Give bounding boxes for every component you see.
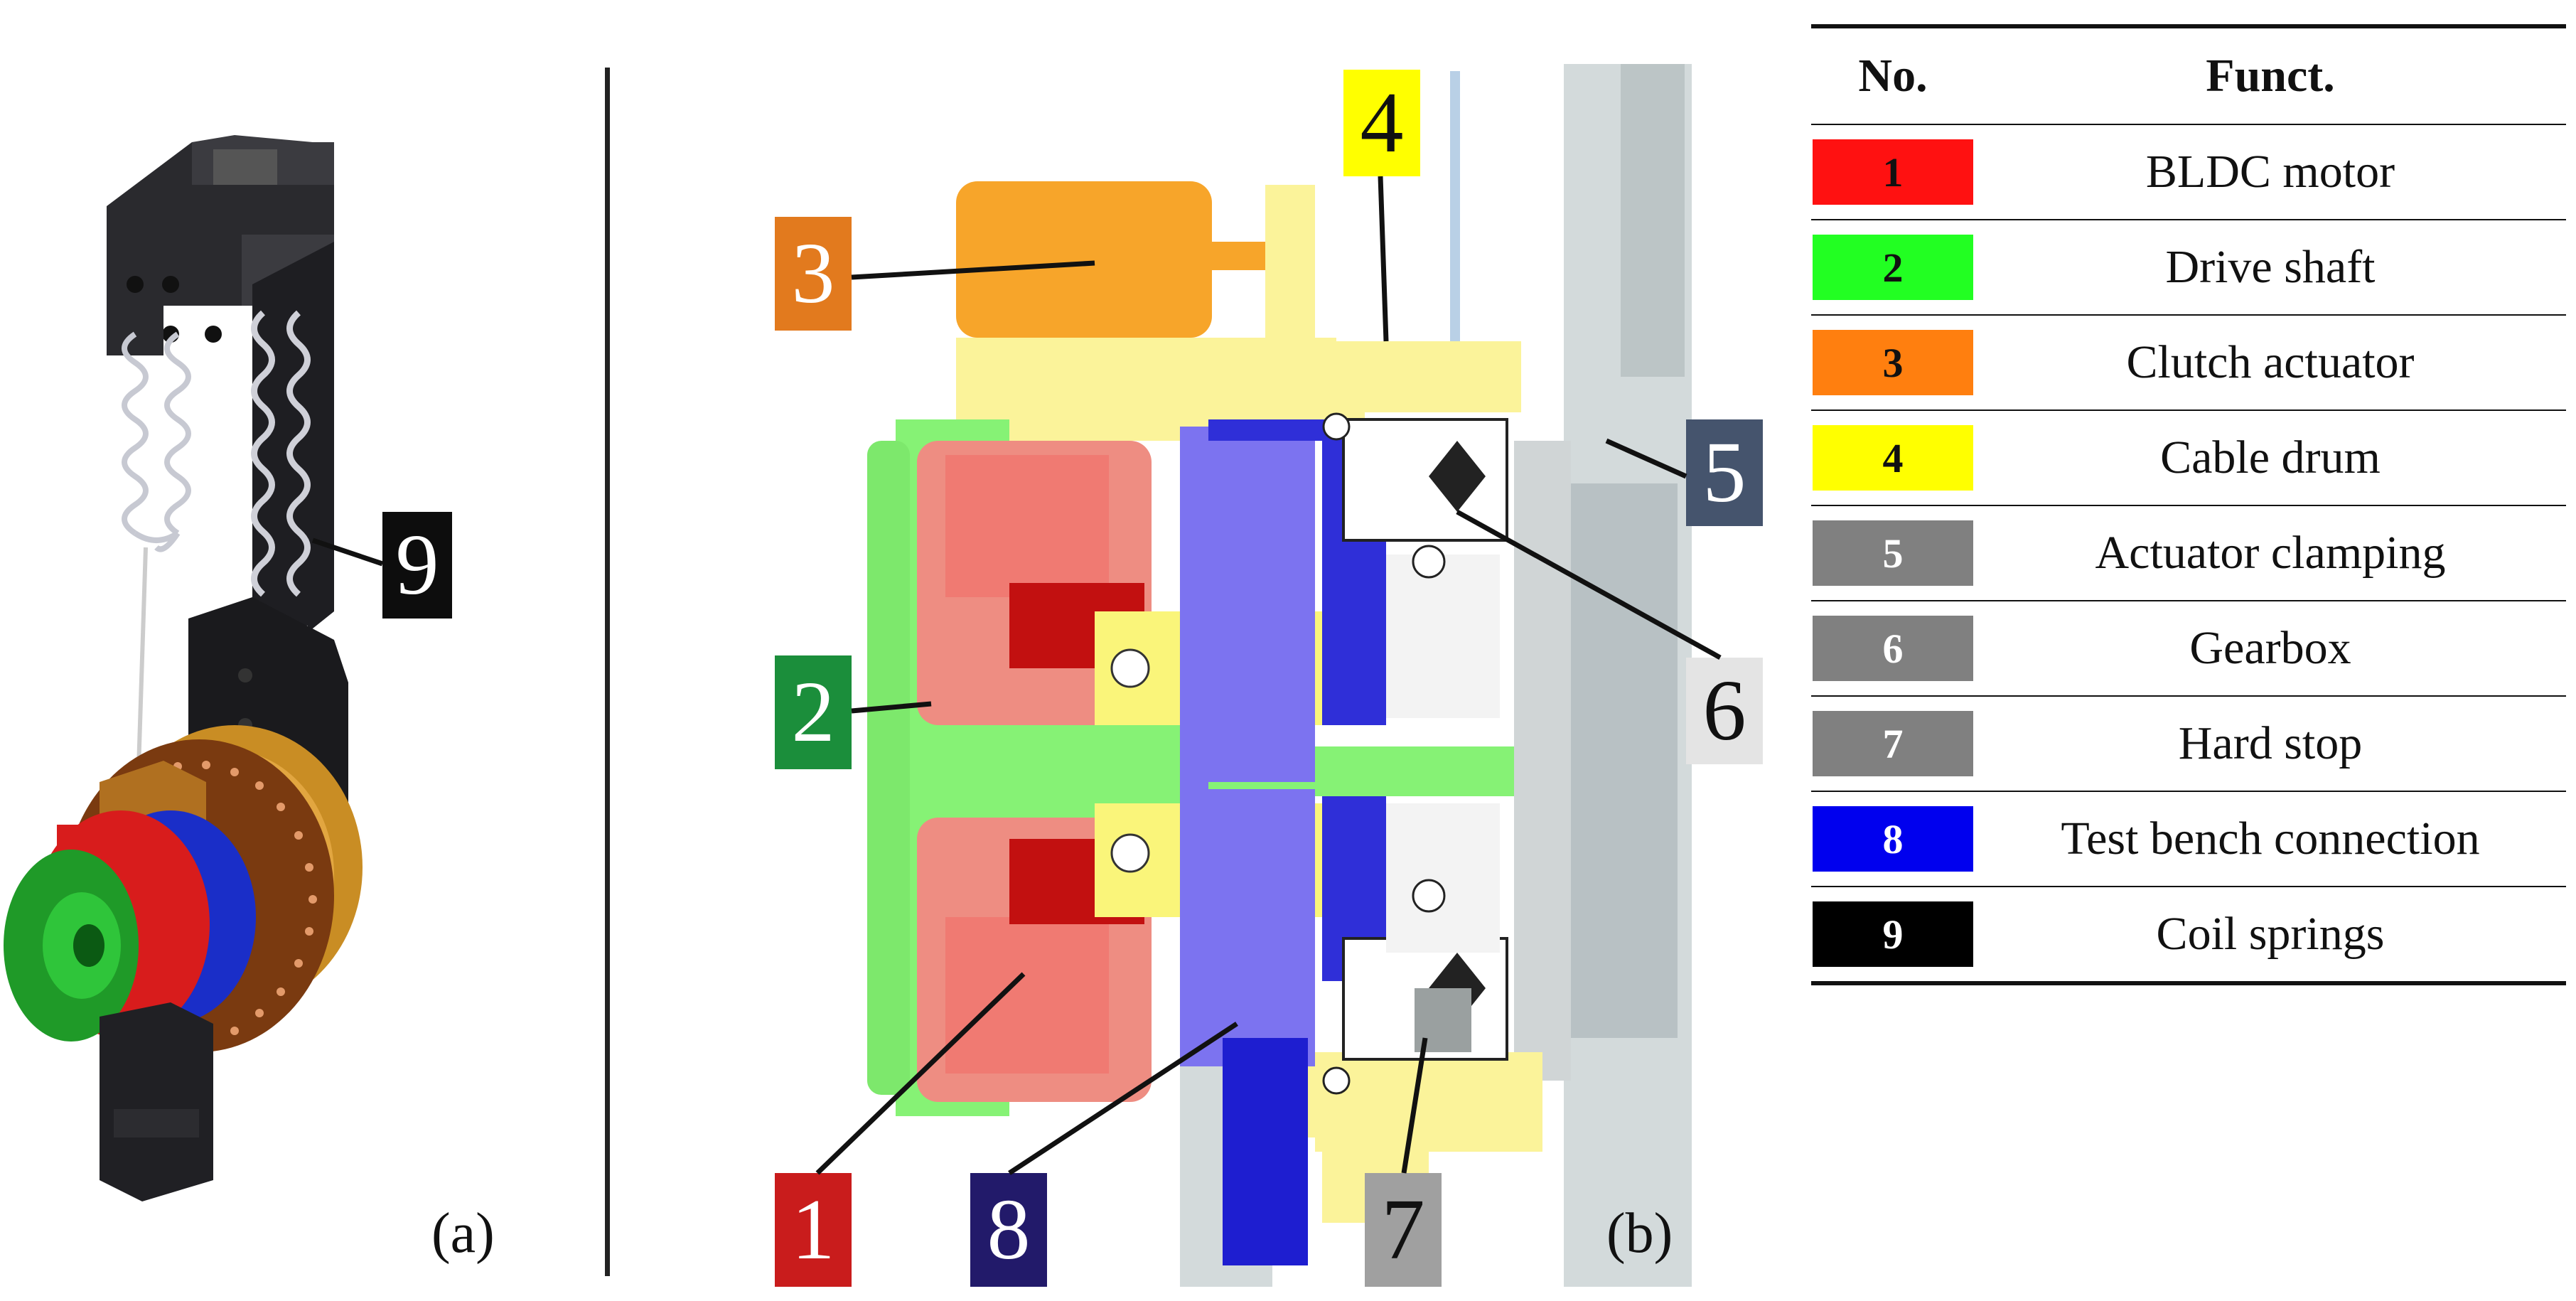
row-number-cell: 5 (1811, 520, 1975, 586)
row-number-cell: 8 (1811, 806, 1975, 872)
row-separator (1811, 886, 2566, 887)
function-cell: Actuator clamping (2095, 527, 2446, 579)
function-cell: BLDC motor (2145, 146, 2395, 198)
test-bench-section (1208, 419, 1386, 725)
table-row: 8 Test bench connection (1811, 792, 2566, 886)
table-row: 6 Gearbox (1811, 601, 2566, 695)
table-body: 1 BLDC motor 2 Drive shaft 3 Clutch actuator 4… (1811, 125, 2566, 981)
header-no: No. (1858, 50, 1928, 102)
header-funct: Funct. (2206, 50, 2335, 102)
legend-table: No. Funct. 1 BLDC motor 2 Drive shaft 3 Clutc… (1811, 24, 2566, 985)
function-cell: Clutch actuator (2126, 336, 2415, 388)
color-swatch: 9 (1813, 901, 1973, 967)
table-row: 7 Hard stop (1811, 697, 2566, 791)
color-swatch: 5 (1813, 520, 1973, 586)
row-number-cell: 1 (1811, 139, 1975, 205)
callout-6: 6 (1686, 658, 1763, 764)
table-top-rule (1811, 24, 2566, 28)
callout-1: 1 (775, 1173, 852, 1287)
color-swatch: 8 (1813, 806, 1973, 872)
panel-b-label: (b) (1606, 1202, 1673, 1265)
table-row: 3 Clutch actuator (1811, 316, 2566, 409)
panel-divider (605, 68, 610, 1276)
callout-5: 5 (1686, 419, 1763, 526)
actuator-3d-render (4, 135, 363, 1201)
table-header-rule (1811, 124, 2566, 125)
callout-leaders (815, 176, 1722, 1175)
row-number-cell: 7 (1811, 711, 1975, 776)
table-row: 9 Coil springs (1811, 887, 2566, 981)
row-separator (1811, 314, 2566, 316)
table-bottom-rule (1811, 981, 2566, 985)
row-number-cell: 6 (1811, 616, 1975, 681)
table-header-row: No. Funct. (1811, 28, 2566, 124)
table-row: 2 Drive shaft (1811, 220, 2566, 314)
color-swatch: 3 (1813, 330, 1973, 395)
row-number-cell: 3 (1811, 330, 1975, 395)
row-separator (1811, 505, 2566, 506)
row-number-cell: 9 (1811, 901, 1975, 967)
coil-spring-left (122, 331, 191, 552)
table-row: 4 Cable drum (1811, 411, 2566, 505)
color-swatch: 2 (1813, 235, 1973, 300)
row-separator (1811, 219, 2566, 220)
function-cell: Drive shaft (2165, 241, 2376, 293)
cable-drum-section (956, 338, 1521, 441)
color-swatch: 1 (1813, 139, 1973, 205)
panel-b-section: 3 4 5 2 6 1 8 7 (b) (725, 43, 1791, 1297)
bottom-mount (100, 1002, 213, 1201)
function-cell: Coil springs (2156, 908, 2385, 960)
callout-2: 2 (775, 655, 852, 769)
color-swatch: 7 (1813, 711, 1973, 776)
panel-a-label: (a) (431, 1202, 495, 1265)
function-cell: Test bench connection (2061, 813, 2480, 864)
row-number-cell: 4 (1811, 425, 1975, 491)
table-row: 1 BLDC motor (1811, 125, 2566, 219)
row-separator (1811, 409, 2566, 411)
callout-8: 8 (970, 1173, 1047, 1287)
coil-spring-right (251, 310, 311, 597)
function-cell: Hard stop (2178, 717, 2363, 769)
callout-9: 9 (382, 512, 452, 619)
clutch-actuator-section (956, 181, 1212, 338)
color-swatch: 4 (1813, 425, 1973, 491)
row-separator (1811, 600, 2566, 601)
row-separator (1811, 695, 2566, 697)
row-separator (1811, 791, 2566, 792)
cross-section-drawing (867, 64, 1692, 1287)
callout-4: 4 (1343, 70, 1420, 176)
function-cell: Cable drum (2160, 432, 2381, 483)
callout-7: 7 (1365, 1173, 1442, 1287)
table-row: 5 Actuator clamping (1811, 506, 2566, 600)
function-cell: Gearbox (2189, 622, 2351, 674)
callout-9-leader (311, 537, 384, 567)
color-swatch: 6 (1813, 616, 1973, 681)
callout-3: 3 (775, 217, 852, 331)
panel-a-render: 9 (a) (0, 0, 604, 1297)
row-number-cell: 2 (1811, 235, 1975, 300)
